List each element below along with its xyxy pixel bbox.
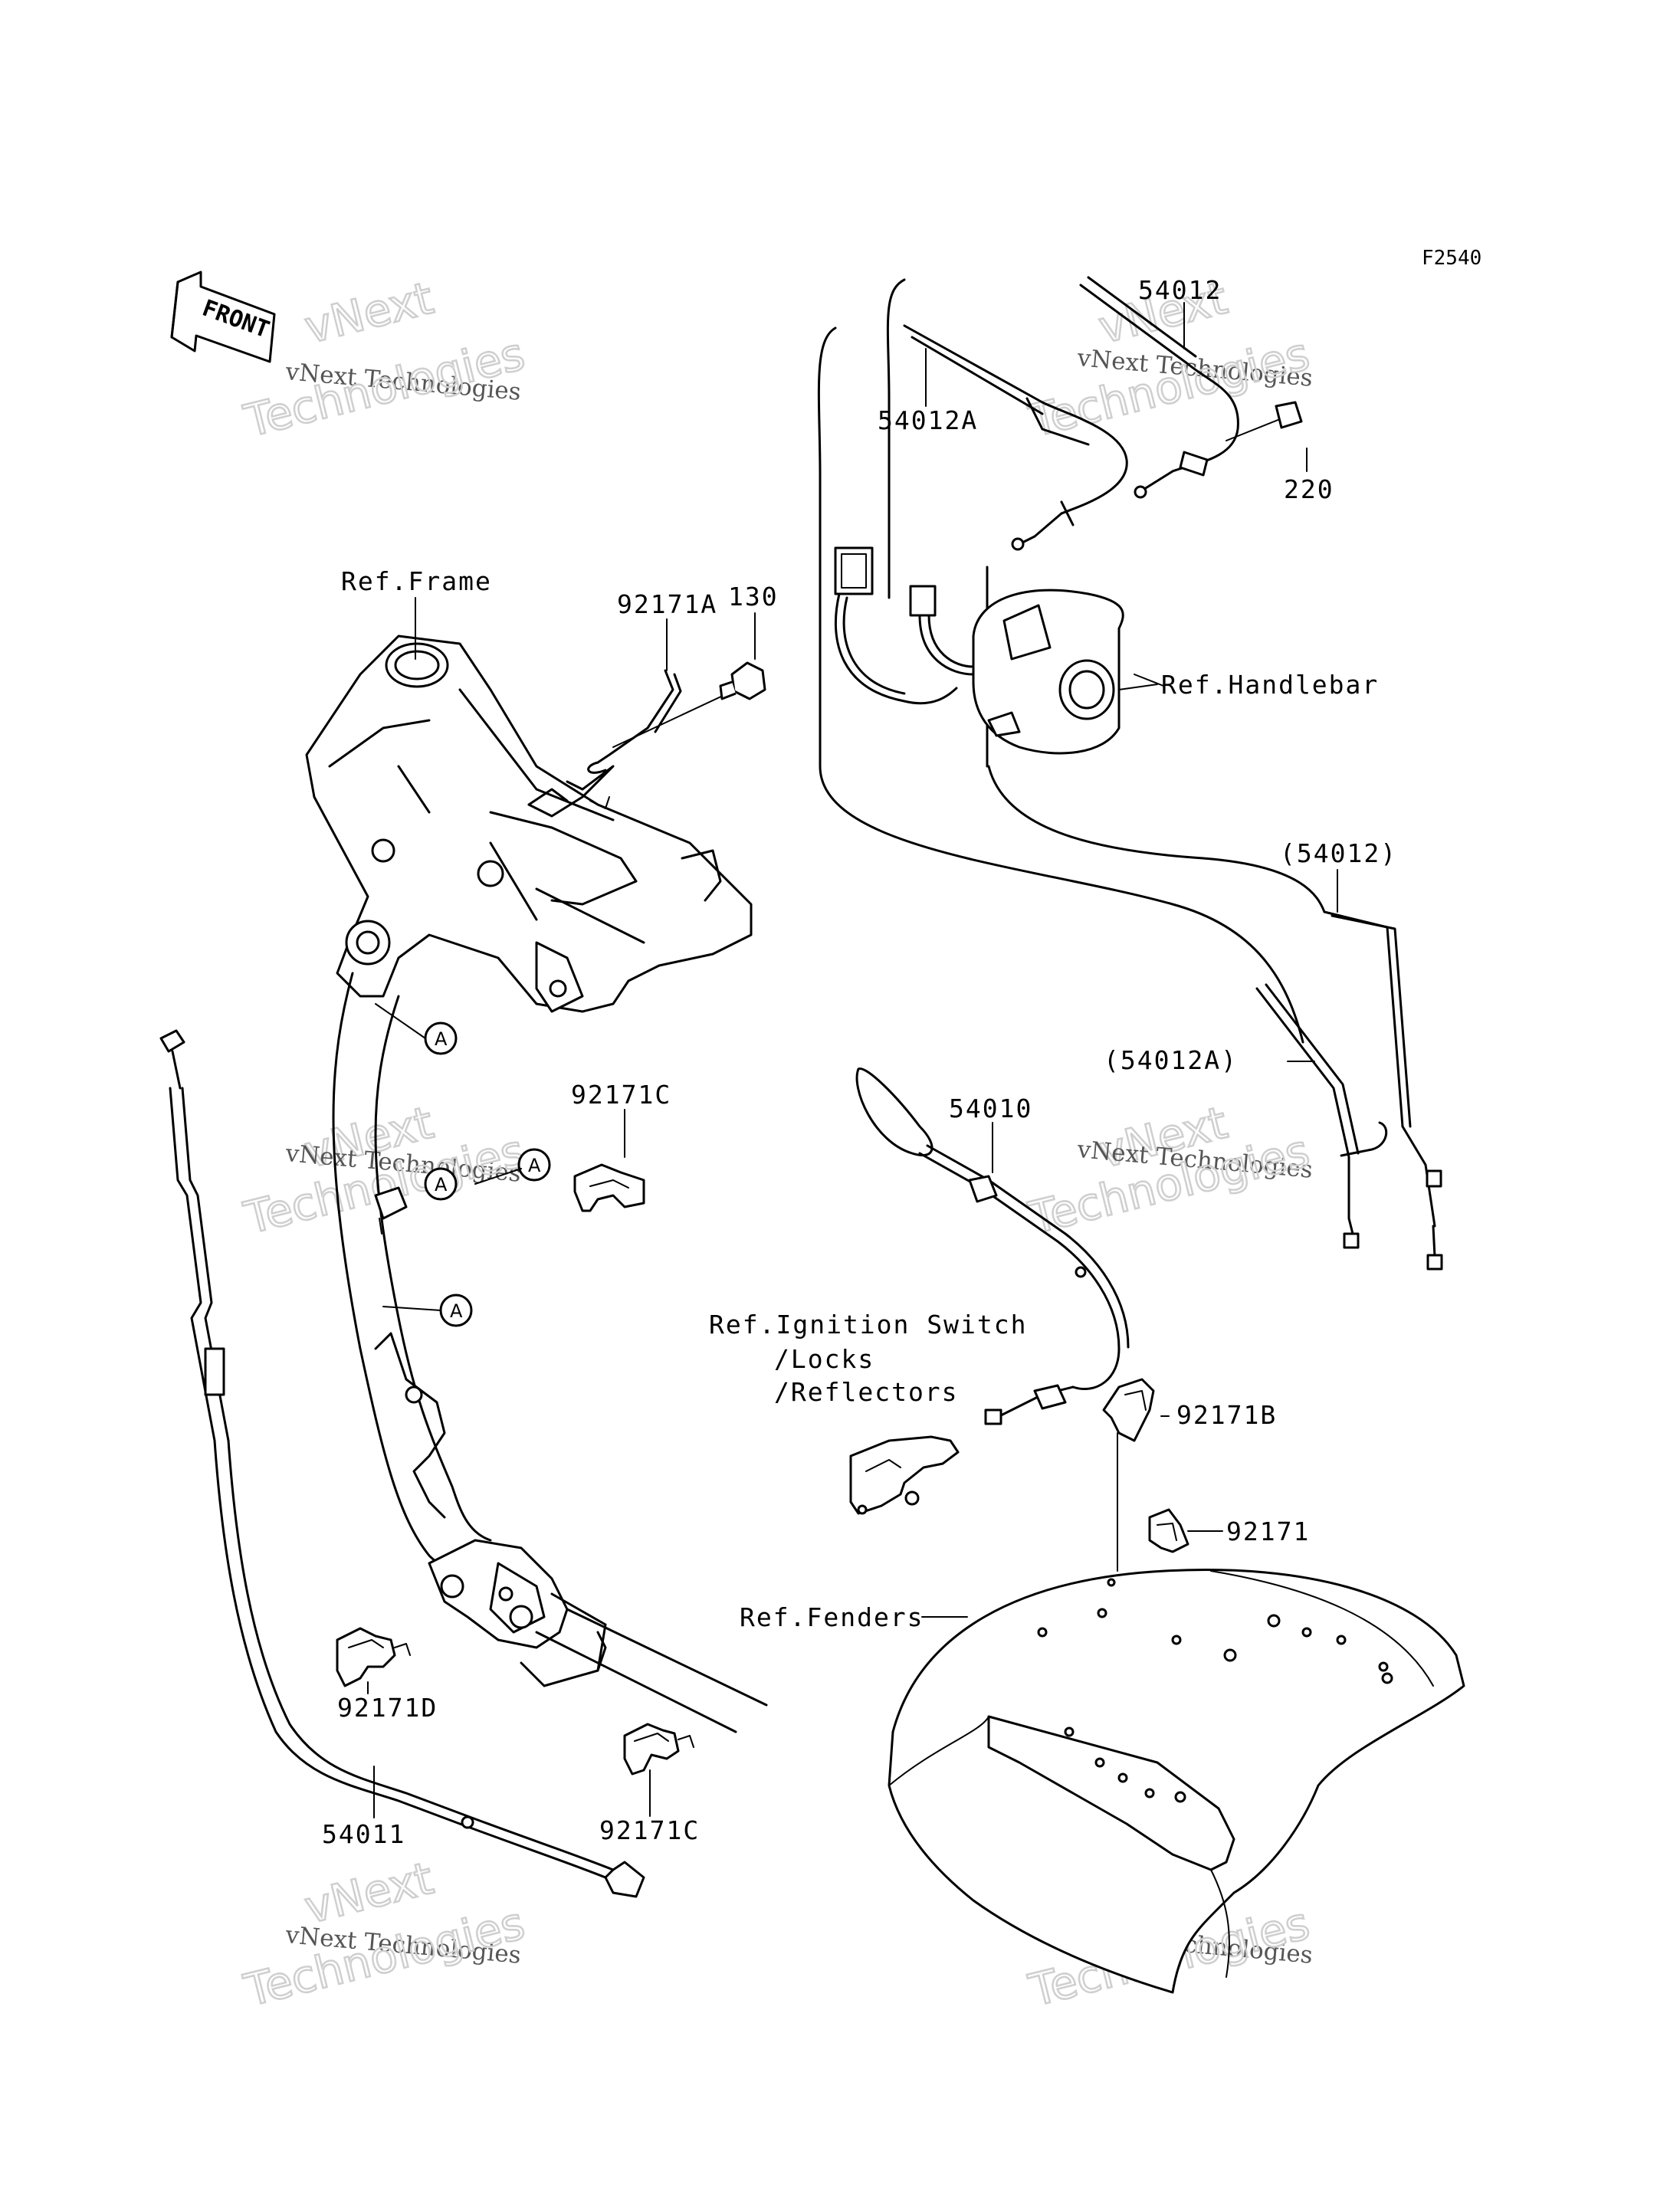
front-arrow-icon: FRONT <box>170 271 276 363</box>
svg-text:Technologies: Technologies <box>1024 327 1314 447</box>
clip-down-tube <box>374 1186 408 1235</box>
label-ref-ignition-2: /Locks <box>774 1344 874 1374</box>
label-130: 130 <box>728 582 779 612</box>
clamp-92171c-top <box>573 1163 645 1212</box>
label-220: 220 <box>1284 474 1334 504</box>
watermark-mid-right: vNext vNext Technologies Technologies <box>1023 1095 1315 1245</box>
figure-code: F2540 <box>1422 247 1481 270</box>
label-ref-handlebar: Ref.Handlebar <box>1161 670 1379 700</box>
label-92171c-bottom: 92171C <box>599 1815 700 1845</box>
label-54012: 54012 <box>1138 275 1222 305</box>
svg-text:A: A <box>435 1174 448 1195</box>
watermark-mid-left: vNext vNext Technologies Technologies <box>238 1095 530 1245</box>
svg-text:A: A <box>435 1028 448 1050</box>
watermark-top-left: vNext vNext Technologies Technologies <box>238 271 530 448</box>
fender <box>888 1568 1465 1994</box>
svg-text:Technologies: Technologies <box>239 327 530 447</box>
label-54012-ref: (54012) <box>1280 838 1397 868</box>
callout-a-1: A <box>424 1021 458 1055</box>
callout-a-2: A <box>517 1148 551 1182</box>
label-92171a: 92171A <box>617 589 717 619</box>
label-ref-frame: Ref.Frame <box>341 566 492 596</box>
label-ref-ignition-3: /Reflectors <box>774 1377 959 1407</box>
label-92171d: 92171D <box>337 1693 438 1723</box>
leader-lines <box>367 302 1338 1818</box>
clamp-92171c-bottom <box>623 1723 694 1776</box>
throttle-cables <box>817 276 1443 1271</box>
label-54012a: 54012A <box>878 405 978 435</box>
label-54011: 54011 <box>322 1819 405 1849</box>
svg-text:A: A <box>528 1155 541 1176</box>
callout-a-3: A <box>424 1167 458 1201</box>
frame <box>305 635 768 1733</box>
label-92171c-top: 92171C <box>571 1080 671 1110</box>
clip-92171 <box>1148 1508 1189 1553</box>
clamp-92171b <box>1102 1378 1155 1442</box>
label-ref-fenders: Ref.Fenders <box>740 1602 924 1632</box>
cable-54010 <box>855 1067 1130 1425</box>
clutch-cable <box>159 1029 645 1898</box>
svg-text:A: A <box>450 1300 463 1322</box>
callout-a-4: A <box>439 1294 473 1327</box>
label-92171: 92171 <box>1226 1517 1310 1546</box>
label-92171b: 92171B <box>1176 1400 1277 1430</box>
watermark-bottom-left: vNext vNext Technologies Technologies <box>238 1851 530 2018</box>
svg-text:vNext: vNext <box>300 272 438 354</box>
handlebar-switch-housing <box>834 546 1164 755</box>
ignition-bracket <box>849 1435 960 1515</box>
clamp-92171d <box>336 1627 411 1687</box>
label-54012a-ref: (54012A) <box>1104 1045 1238 1075</box>
label-ref-ignition-1: Ref.Ignition Switch <box>709 1310 1028 1340</box>
label-54010: 54010 <box>949 1094 1032 1123</box>
